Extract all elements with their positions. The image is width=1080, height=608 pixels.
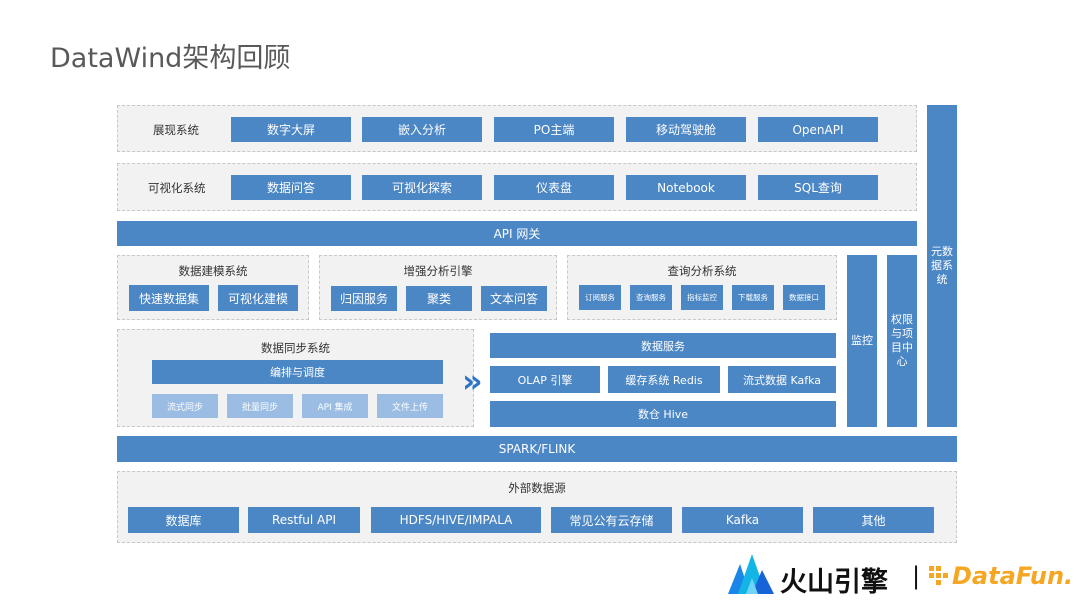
volcano-engine-text: 火山引擎: [780, 567, 888, 598]
query-item-data-api: 数据接口: [783, 285, 825, 310]
service-item-olap: OLAP 引擎: [490, 366, 600, 393]
visual-item-dashboard: 仪表盘: [494, 175, 614, 200]
display-item-digital-screen: 数字大屏: [231, 117, 351, 142]
query-item-download: 下载服务: [732, 285, 774, 310]
volcano-engine-logo: [728, 552, 774, 596]
datafun-logo-text: DataFun.: [952, 562, 1074, 590]
external-item-restful: Restful API: [248, 507, 360, 533]
visual-item-visual-explore: 可视化探索: [362, 175, 482, 200]
flow-arrow-icon: »: [462, 362, 483, 400]
permission-label: 权限与项目中心: [891, 313, 913, 368]
permission-bar: 权限与项目中心: [887, 255, 917, 427]
enhanced-engine-label: 增强分析引擎: [403, 264, 473, 278]
metadata-bar: 元数据系统: [927, 105, 957, 427]
sync-orchestration-bar: 编排与调度: [152, 360, 443, 384]
service-item-kafka: 流式数据 Kafka: [728, 366, 836, 393]
logo-separator: |: [912, 562, 921, 590]
volcano-mountain-icon: [728, 554, 774, 594]
page-title: DataWind架构回顾: [50, 43, 291, 74]
display-item-openapi: OpenAPI: [758, 117, 878, 142]
display-item-mobile-cockpit: 移动驾驶舱: [626, 117, 746, 142]
query-item-subscription: 订阅服务: [579, 285, 621, 310]
external-item-hdfs: HDFS/HIVE/IMPALA: [371, 507, 541, 533]
service-item-redis: 缓存系统 Redis: [608, 366, 720, 393]
monitor-label: 监控: [851, 334, 873, 347]
sync-item-stream: 流式同步: [152, 394, 218, 418]
warehouse-hive-bar: 数仓 Hive: [490, 401, 836, 427]
query-item-query-service: 查询服务: [630, 285, 672, 310]
datafun-logo-icon: [929, 566, 949, 586]
visual-item-sql-query: SQL查询: [758, 175, 878, 200]
modeling-item-visual-modeling: 可视化建模: [218, 285, 298, 311]
external-item-cloud-storage: 常见公有云存储: [551, 507, 672, 533]
display-system-label: 展现系统: [153, 123, 199, 137]
external-item-database: 数据库: [128, 507, 239, 533]
external-sources-label: 外部数据源: [508, 481, 566, 495]
sync-item-file-upload: 文件上传: [377, 394, 443, 418]
sync-item-batch: 批量同步: [227, 394, 293, 418]
display-item-embedded-analysis: 嵌入分析: [362, 117, 482, 142]
enhanced-item-clustering: 聚类: [406, 286, 472, 311]
query-system-label: 查询分析系统: [667, 264, 737, 278]
external-item-other: 其他: [813, 507, 934, 533]
data-services-bar: 数据服务: [490, 333, 836, 358]
monitor-bar: 监控: [847, 255, 877, 427]
api-gateway-bar: API 网关: [117, 221, 917, 246]
visual-item-data-qa: 数据问答: [231, 175, 351, 200]
sync-system-label: 数据同步系统: [261, 341, 330, 355]
query-item-metric-monitor: 指标监控: [681, 285, 723, 310]
sync-item-api: API 集成: [302, 394, 368, 418]
display-item-po-client: PO主端: [494, 117, 614, 142]
modeling-item-quick-dataset: 快速数据集: [129, 285, 209, 311]
enhanced-item-text-qa: 文本问答: [481, 286, 547, 311]
external-item-kafka: Kafka: [682, 507, 803, 533]
compute-engine-bar: SPARK/FLINK: [117, 436, 957, 462]
modeling-system-label: 数据建模系统: [178, 264, 248, 278]
enhanced-item-attribution: 归因服务: [331, 286, 397, 311]
metadata-label: 元数据系统: [931, 245, 953, 286]
visual-system-label: 可视化系统: [148, 181, 206, 195]
visual-item-notebook: Notebook: [626, 175, 746, 200]
